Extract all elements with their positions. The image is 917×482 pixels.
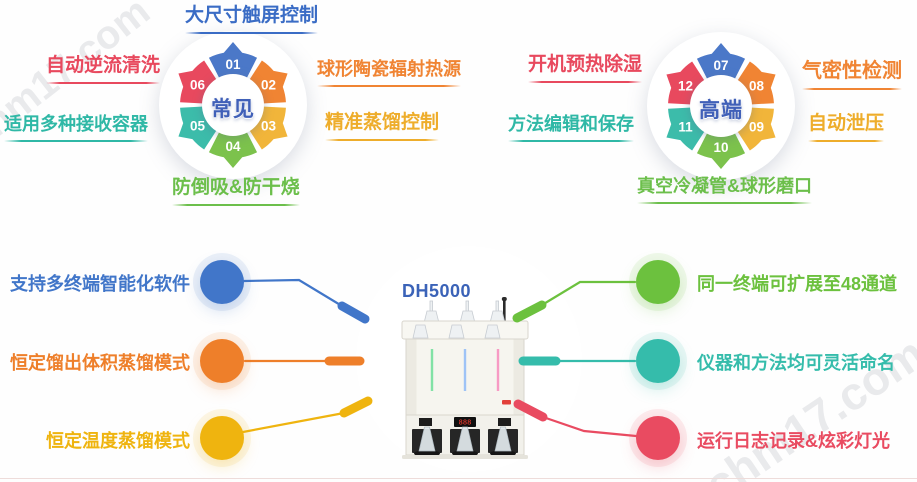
callout-bullet-temp-mode <box>200 416 244 460</box>
svg-text:888: 888 <box>459 419 472 427</box>
callout-bullet-volume-mode <box>200 339 244 383</box>
wheel-center-circle <box>202 74 264 136</box>
label-underline <box>508 139 634 142</box>
wheel-segment-number: 09 <box>749 119 764 134</box>
label-text: 自动泄压 <box>808 113 885 134</box>
callout-bullet-naming <box>636 339 680 383</box>
label-text: 防倒吸&防干烧 <box>172 177 300 198</box>
wheel-segment-number: 04 <box>225 139 241 154</box>
callout-label-channels: 同一终端可扩展至48通道 <box>697 274 898 294</box>
wheel-highend-label-right-upper: 气密性检测 <box>802 60 902 90</box>
device-display <box>454 417 476 427</box>
wheel-common-label-left-upper: 自动逆流清洗 <box>45 55 160 84</box>
callout-label-log-light: 运行日志记录&炫彩灯光 <box>697 431 890 451</box>
callout-bullet-software <box>200 260 244 304</box>
label-text: 真空冷凝管&球形磨口 <box>637 176 812 196</box>
wheel-common-label-bottom: 防倒吸&防干烧 <box>172 177 300 206</box>
wheel-segment-10 <box>696 130 746 169</box>
wheel-segment-01 <box>208 42 258 81</box>
callout-bullet-log-light <box>636 416 680 460</box>
callout-label-naming: 仪器和方法均可灵活命名 <box>697 353 895 373</box>
label-text: 气密性检测 <box>802 60 902 82</box>
wheel-segment-07 <box>696 43 746 82</box>
device-condensers <box>423 300 506 324</box>
wheel-center-circle <box>690 75 752 137</box>
wheel-highend-label-left-upper: 开机预热除湿 <box>527 54 642 83</box>
wheel-segment-number: 10 <box>713 140 728 155</box>
wheel-segment-number: 12 <box>678 78 693 93</box>
wheel-highend-title: 高端 <box>699 99 743 122</box>
wheel-segment-number: 07 <box>713 58 728 73</box>
product-model-label: DH5000 <box>402 281 472 301</box>
label-text: 自动逆流清洗 <box>45 55 160 76</box>
callout-bullet-channels <box>636 260 680 304</box>
label-text: 精准蒸馏控制 <box>325 112 440 133</box>
device-condensers-front <box>412 324 501 339</box>
wheel-common: 01 02 03 04 05 06 <box>178 42 288 168</box>
callout-label-software: 支持多终端智能化软件 <box>10 274 190 294</box>
wheel-common-label-top: 大尺寸触屏控制 <box>185 5 319 34</box>
label-underline <box>4 139 148 142</box>
device-flasks <box>414 426 516 457</box>
wheel-segment-number: 03 <box>261 118 277 133</box>
wheel-highend-label-right-lower: 自动泄压 <box>808 113 885 142</box>
wheel-segment-number: 05 <box>190 118 206 133</box>
callout-label-volume-mode: 恒定馏出体积蒸馏模式 <box>10 353 190 373</box>
wheel-common-label-right-upper: 球形陶瓷辐射热源 <box>317 59 461 87</box>
label-text: 方法编辑和保存 <box>508 114 634 134</box>
label-underline <box>185 31 319 34</box>
wheel-common-label-left-lower: 适用多种接收容器 <box>4 114 148 142</box>
label-underline <box>172 203 300 206</box>
label-underline <box>317 84 461 87</box>
label-underline <box>637 201 812 204</box>
wheel-highend-label-left-lower: 方法编辑和保存 <box>508 114 634 142</box>
device-base <box>402 455 528 459</box>
callout-label-temp-mode: 恒定温度蒸馏模式 <box>46 431 190 451</box>
wheel-common-label-right-lower: 精准蒸馏控制 <box>325 112 440 141</box>
label-text: 球形陶瓷辐射热源 <box>317 59 461 79</box>
label-underline <box>527 80 642 83</box>
wheel-common-title: 常见 <box>211 98 255 121</box>
label-underline <box>325 138 440 141</box>
wheel-highend-label-bottom: 真空冷凝管&球形磨口 <box>637 176 812 204</box>
label-text: 开机预热除湿 <box>527 54 642 75</box>
label-underline <box>45 81 160 84</box>
label-text: 大尺寸触屏控制 <box>185 5 319 26</box>
label-underline <box>808 139 885 142</box>
label-underline <box>802 88 902 90</box>
label-text: 适用多种接收容器 <box>4 114 148 134</box>
wheel-highend: 07 08 09 10 11 12 <box>666 43 776 169</box>
wheel-segment-number: 01 <box>225 57 241 72</box>
wheel-segment-number: 02 <box>261 77 276 92</box>
bottom-divider <box>0 478 917 479</box>
wheel-segment-number: 08 <box>749 78 765 93</box>
device-brand-badge <box>502 400 511 405</box>
wheel-segment-04 <box>208 129 258 168</box>
callout-line-temp-mode <box>241 396 373 434</box>
wheel-segment-number: 11 <box>678 119 693 134</box>
wheel-segment-number: 06 <box>190 77 206 92</box>
product-illustration: 888 <box>401 297 529 459</box>
callout-line-software <box>242 278 370 324</box>
device-body <box>405 338 525 416</box>
